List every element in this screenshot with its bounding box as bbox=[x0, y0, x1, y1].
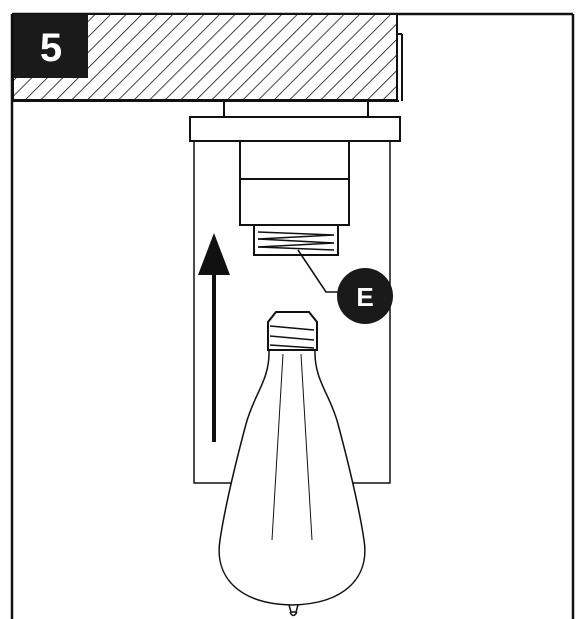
bulb-glass bbox=[218, 349, 366, 606]
callout-label: E bbox=[356, 282, 373, 312]
socket bbox=[239, 140, 350, 256]
up-arrow-icon bbox=[198, 233, 230, 442]
bulb-base bbox=[267, 311, 318, 351]
step-number: 5 bbox=[40, 26, 62, 70]
bulb-filament bbox=[271, 353, 313, 541]
socket-threads bbox=[257, 231, 335, 251]
bulb-tip bbox=[288, 604, 299, 617]
canopy-mount bbox=[189, 100, 401, 142]
edison-bulb-icon bbox=[218, 311, 366, 617]
callout-leader bbox=[297, 249, 346, 293]
step-badge: 5 bbox=[14, 14, 88, 78]
callout-badge: E bbox=[337, 268, 393, 324]
bulb-threads bbox=[269, 325, 315, 349]
